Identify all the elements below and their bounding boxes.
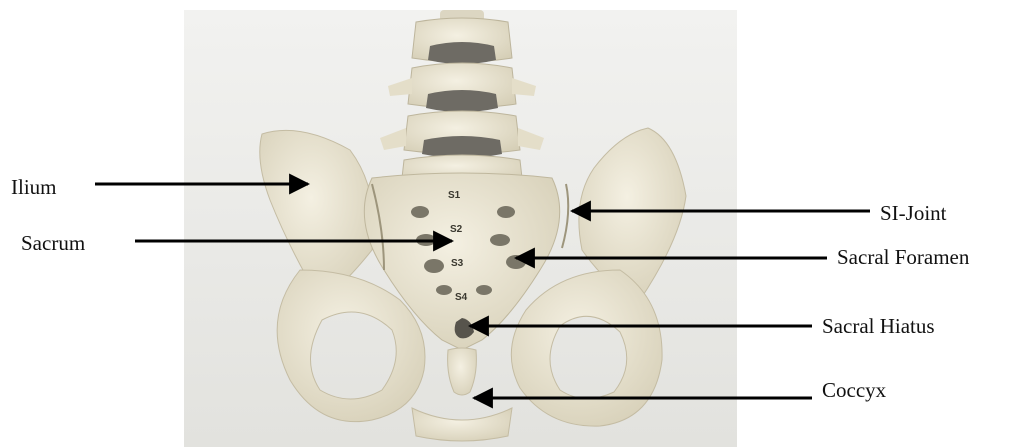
- label-sacral-foramen: Sacral Foramen: [837, 247, 969, 268]
- segment-s3: S3: [451, 258, 464, 269]
- label-coccyx: Coccyx: [822, 380, 886, 401]
- label-ilium: Ilium: [11, 177, 57, 198]
- segment-s1: S1: [448, 190, 461, 201]
- segment-s4: S4: [455, 292, 468, 303]
- label-sacral-hiatus: Sacral Hiatus: [822, 316, 935, 337]
- coccyx-bone: [448, 348, 477, 395]
- segment-s2: S2: [450, 224, 463, 235]
- label-sacrum: Sacrum: [21, 233, 85, 254]
- label-si-joint: SI-Joint: [880, 203, 947, 224]
